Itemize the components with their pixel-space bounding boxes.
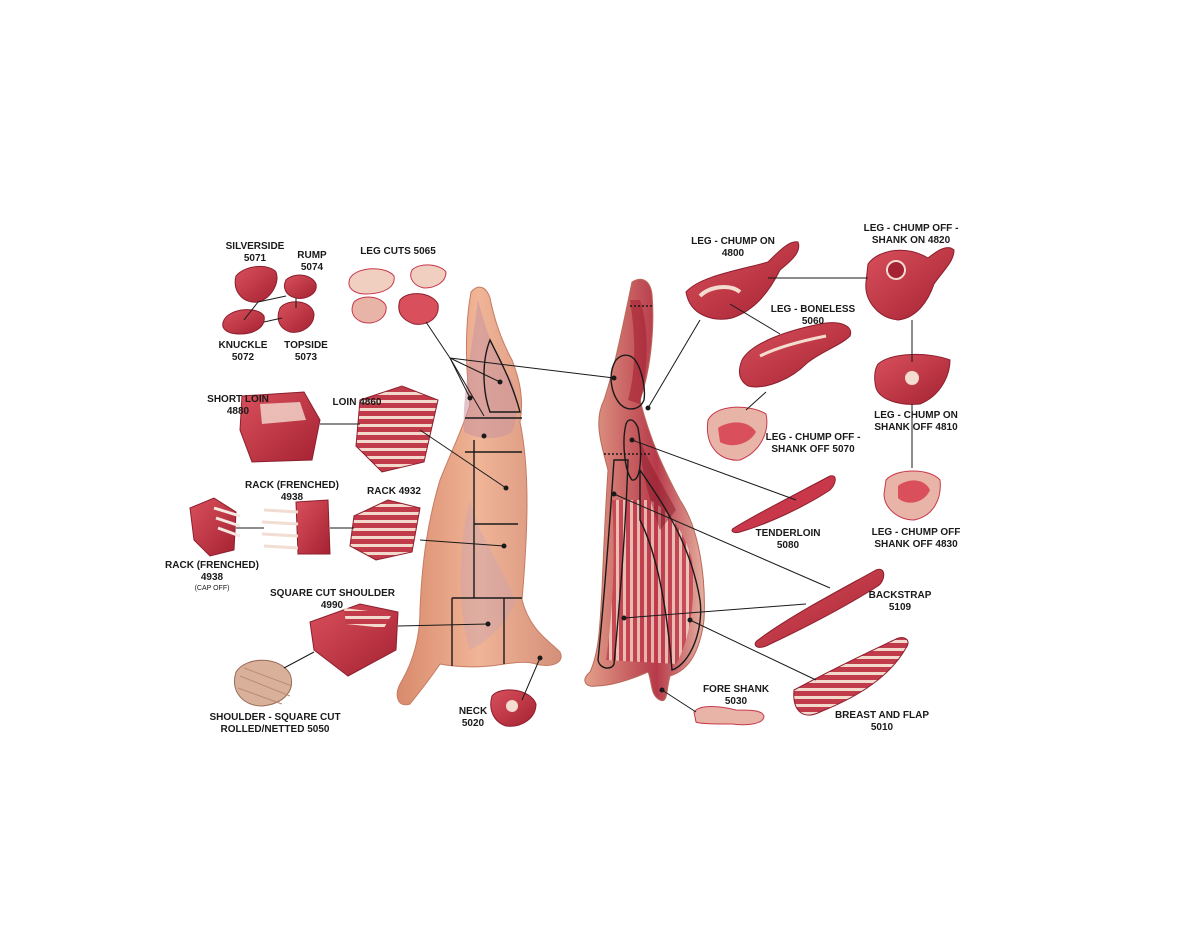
label-tenderloin-line2: 5080 <box>776 540 800 551</box>
connector-dots <box>467 375 693 693</box>
label-shoulder-rolled-line2: ROLLED/NETTED 5050 <box>220 724 330 735</box>
label-loin: LOIN 4860 <box>328 397 386 409</box>
label-topside: TOPSIDE 5073 <box>278 340 334 364</box>
leg-chump-off-shank-off-4830-image <box>883 470 941 521</box>
label-rack-frenched-cap-off-line2: 4938 <box>200 572 224 583</box>
label-leg-chump-off-shank-off-4830-line2: SHANK OFF 4830 <box>874 539 958 550</box>
short-loin-image <box>239 391 321 463</box>
leg-chump-off-shank-off-5070-image <box>706 406 768 461</box>
label-neck-line2: 5020 <box>461 718 485 729</box>
carcass-inner <box>584 278 705 702</box>
label-silverside: SILVERSIDE 5071 <box>222 241 288 265</box>
label-silverside-line1: SILVERSIDE <box>225 241 285 252</box>
silverside-cut <box>234 266 278 303</box>
label-leg-chump-off-shank-on-line2: SHANK ON 4820 <box>871 235 951 246</box>
leg-chump-on-image <box>685 241 800 320</box>
label-neck: NECK 5020 <box>452 706 494 730</box>
loin-image <box>355 385 439 473</box>
label-short-loin: SHORT LOIN 4880 <box>202 394 274 418</box>
label-breast-and-flap-line2: 5010 <box>870 722 894 733</box>
label-leg-chump-off-shank-on-line1: LEG - CHUMP OFF - <box>863 223 959 234</box>
label-leg-cuts: LEG CUTS 5065 <box>358 246 438 258</box>
topside-cut <box>277 301 315 333</box>
label-knuckle: KNUCKLE 5072 <box>214 340 272 364</box>
label-leg-cuts-line1: LEG CUTS 5065 <box>360 246 436 257</box>
label-leg-chump-on-line2: 4800 <box>721 248 745 259</box>
neck-image <box>490 689 537 727</box>
leg-chump-on-shank-off-image <box>874 353 951 405</box>
label-leg-boneless-line1: LEG - BONELESS <box>770 304 856 315</box>
label-knuckle-line2: 5072 <box>231 352 255 363</box>
label-leg-boneless: LEG - BONELESS 5060 <box>768 304 858 328</box>
label-loin-line1: LOIN 4860 <box>332 397 382 408</box>
label-leg-chump-off-shank-off-4830-line1: LEG - CHUMP OFF <box>871 527 961 538</box>
rack-frenched-cap-off-image <box>189 497 241 557</box>
label-breast-and-flap: BREAST AND FLAP 5010 <box>832 710 932 734</box>
square-cut-shoulder-image <box>309 603 399 677</box>
label-shoulder-rolled-line1: SHOULDER - SQUARE CUT <box>209 712 341 723</box>
tenderloin-image <box>731 475 836 533</box>
label-topside-line2: 5073 <box>294 352 318 363</box>
label-short-loin-line1: SHORT LOIN <box>207 394 269 405</box>
breast-and-flap-image <box>793 637 909 716</box>
label-backstrap-line2: 5109 <box>888 602 912 613</box>
label-leg-chump-on-line1: LEG - CHUMP ON <box>691 236 775 247</box>
label-rack-frenched-cap-off-line3: (CAP OFF) <box>194 585 230 592</box>
label-square-cut-shoulder-line2: 4990 <box>320 600 344 611</box>
label-tenderloin-line1: TENDERLOIN <box>755 528 821 539</box>
label-fore-shank-line2: 5030 <box>724 696 748 707</box>
label-leg-chump-on-shank-off-line1: LEG - CHUMP ON <box>874 410 958 421</box>
connector-lines <box>236 277 913 713</box>
rump-cut <box>283 274 317 299</box>
label-rack: RACK 4932 <box>362 486 426 498</box>
label-rack-frenched-line2: 4938 <box>280 492 304 503</box>
label-rump-line1: RUMP <box>297 250 327 261</box>
shoulder-rolled-image <box>234 659 293 707</box>
label-leg-boneless-line2: 5060 <box>801 316 825 327</box>
leg-cuts-image <box>348 264 447 325</box>
leg-chump-off-shank-on-image <box>865 247 955 321</box>
leg-boneless-image <box>739 322 852 388</box>
backstrap-image <box>754 568 885 648</box>
label-backstrap: BACKSTRAP 5109 <box>864 590 936 614</box>
label-shoulder-rolled: SHOULDER - SQUARE CUT ROLLED/NETTED 5050 <box>208 712 342 736</box>
label-fore-shank-line1: FORE SHANK <box>702 684 770 695</box>
label-tenderloin: TENDERLOIN 5080 <box>752 528 824 552</box>
label-neck-line1: NECK <box>458 706 488 717</box>
label-rack-frenched-cap-off: RACK (FRENCHED) 4938 (CAP OFF) <box>164 560 260 594</box>
label-leg-chump-on: LEG - CHUMP ON 4800 <box>688 236 778 260</box>
fore-shank-image <box>693 706 765 726</box>
label-rack-line1: RACK 4932 <box>367 486 421 497</box>
label-leg-chump-on-shank-off-line2: SHANK OFF 4810 <box>874 422 958 433</box>
label-square-cut-shoulder-line1: SQUARE CUT SHOULDER <box>270 588 396 599</box>
label-rack-frenched: RACK (FRENCHED) 4938 <box>244 480 340 504</box>
label-rump: RUMP 5074 <box>292 250 332 274</box>
label-rack-frenched-line1: RACK (FRENCHED) <box>245 480 339 491</box>
label-leg-chump-off-shank-off-5070-line2: SHANK OFF 5070 <box>771 444 855 455</box>
label-topside-line1: TOPSIDE <box>284 340 328 351</box>
label-knuckle-line1: KNUCKLE <box>218 340 268 351</box>
label-fore-shank: FORE SHANK 5030 <box>696 684 776 708</box>
label-silverside-line2: 5071 <box>243 253 267 264</box>
label-square-cut-shoulder: SQUARE CUT SHOULDER 4990 <box>270 588 396 612</box>
label-breast-and-flap-line1: BREAST AND FLAP <box>834 710 930 721</box>
label-leg-chump-off-shank-on: LEG - CHUMP OFF - SHANK ON 4820 <box>860 223 962 247</box>
rack-frenched-image <box>261 499 331 555</box>
label-leg-chump-on-shank-off: LEG - CHUMP ON SHANK OFF 4810 <box>870 410 962 434</box>
knuckle-cut <box>222 309 265 335</box>
label-rack-frenched-cap-off-line1: RACK (FRENCHED) <box>165 560 259 571</box>
label-short-loin-line2: 4880 <box>226 406 250 417</box>
label-leg-chump-off-shank-off-4830: LEG - CHUMP OFF SHANK OFF 4830 <box>870 527 962 551</box>
label-rump-line2: 5074 <box>300 262 324 273</box>
label-backstrap-line1: BACKSTRAP <box>868 590 932 601</box>
rack-image <box>349 499 421 561</box>
label-leg-chump-off-shank-off-5070: LEG - CHUMP OFF - SHANK OFF 5070 <box>762 432 864 456</box>
label-leg-chump-off-shank-off-5070-line1: LEG - CHUMP OFF - <box>765 432 861 443</box>
